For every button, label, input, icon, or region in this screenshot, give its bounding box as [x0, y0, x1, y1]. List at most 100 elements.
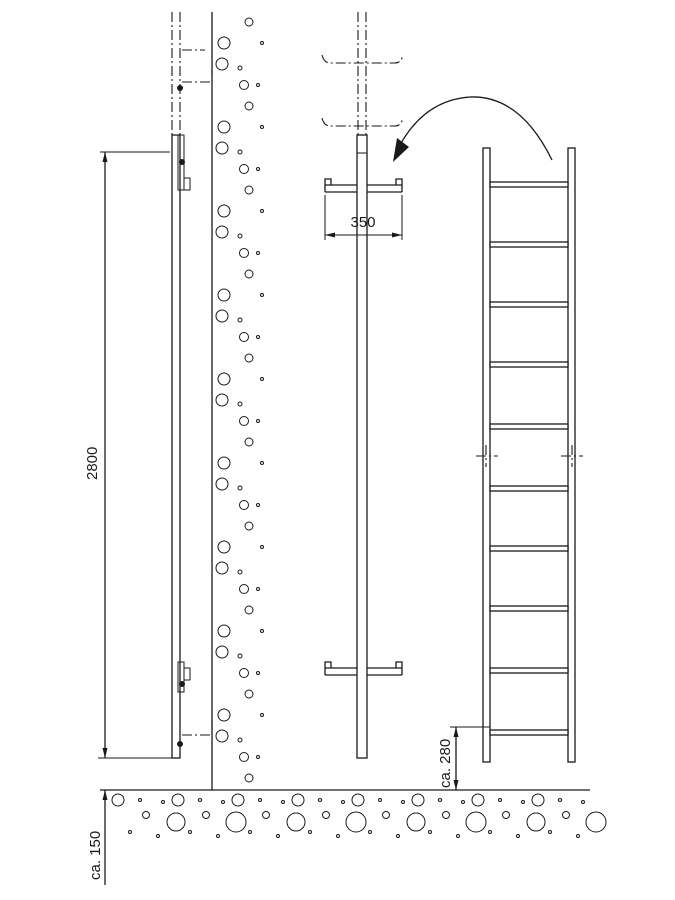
- ladder-rung: [489, 667, 569, 674]
- height-label: 2800: [84, 447, 101, 480]
- aggregate-circle: [161, 800, 165, 804]
- arrow-head-icon: [393, 138, 409, 162]
- ladder-rung: [489, 545, 569, 552]
- rung-height-label: ca. 280: [437, 739, 454, 788]
- aggregate-circle: [237, 149, 243, 155]
- ladder-elevation: [476, 147, 583, 763]
- aggregate-circle: [488, 830, 492, 834]
- aggregate-circle: [256, 671, 260, 675]
- aggregate-circle: [260, 377, 264, 381]
- bolt: [179, 681, 185, 687]
- aggregate-circle: [368, 830, 372, 834]
- aggregate-circle: [237, 317, 243, 323]
- side-view: 2800: [84, 12, 213, 759]
- aggregate-circle: [322, 811, 330, 819]
- aggregate-circle: [237, 569, 243, 575]
- aggregate-circle: [217, 288, 231, 302]
- aggregate-circle: [351, 793, 365, 807]
- aggregate-circle: [256, 167, 260, 171]
- aggregate-circle: [256, 587, 260, 591]
- ladder-rung: [489, 361, 569, 368]
- ladder-rung: [489, 729, 569, 736]
- aggregate-circle: [237, 65, 243, 71]
- aggregate-circle: [286, 812, 306, 832]
- splice-sleeve: [356, 134, 368, 154]
- aggregate-circle: [465, 811, 487, 833]
- aggregate-circle: [188, 830, 192, 834]
- aggregate-circle: [516, 834, 520, 838]
- aggregate-circle: [531, 793, 545, 807]
- aggregate-circle: [216, 834, 220, 838]
- aggregate-circle: [231, 793, 245, 807]
- aggregate-circle: [461, 800, 465, 804]
- aggregate-circle: [276, 834, 280, 838]
- dimension-arrow: [102, 790, 108, 800]
- aggregate-circle: [198, 798, 202, 802]
- aggregate-circle: [128, 830, 132, 834]
- aggregate-circle: [256, 335, 260, 339]
- aggregate-circle: [217, 708, 231, 722]
- aggregate-circle: [217, 120, 231, 134]
- wall-brackets: [182, 49, 213, 736]
- aggregate-circle: [244, 437, 254, 447]
- aggregate-circle: [471, 793, 485, 807]
- aggregate-circle: [438, 798, 442, 802]
- wall-bracket-top: [324, 178, 403, 193]
- aggregate-circle: [256, 251, 260, 255]
- bolt: [177, 741, 183, 747]
- aggregate-circle: [156, 834, 160, 838]
- aggregate-circle: [558, 798, 562, 802]
- aggregate-circle: [239, 80, 249, 90]
- aggregate-circle: [237, 233, 243, 239]
- aggregate-circle: [526, 812, 546, 832]
- aggregate-circle: [406, 812, 426, 832]
- aggregate-circle: [521, 800, 525, 804]
- aggregate-circle: [244, 773, 254, 783]
- aggregate-circle: [262, 811, 270, 819]
- ladder-side-rail: [171, 134, 181, 759]
- aggregate-circle: [248, 830, 252, 834]
- aggregate-circle: [581, 800, 585, 804]
- ladder-rung: [489, 423, 569, 430]
- aggregate-circle: [336, 834, 340, 838]
- floor-concrete-texture: [111, 793, 607, 838]
- aggregate-circle: [239, 248, 249, 258]
- aggregate-circle: [217, 624, 231, 638]
- aggregate-circle: [171, 793, 185, 807]
- aggregate-circle: [244, 689, 254, 699]
- aggregate-circle: [256, 83, 260, 87]
- splice-plate-bottom: [177, 661, 185, 693]
- aggregate-circle: [217, 540, 231, 554]
- aggregate-circle: [260, 293, 264, 297]
- aggregate-circle: [345, 811, 367, 833]
- aggregate-circle: [237, 737, 243, 743]
- aggregate-circle: [239, 164, 249, 174]
- aggregate-circle: [318, 798, 322, 802]
- aggregate-circle: [237, 401, 243, 407]
- aggregate-circle: [111, 793, 125, 807]
- aggregate-circle: [215, 393, 229, 407]
- aggregate-circle: [502, 811, 510, 819]
- aggregate-circle: [239, 584, 249, 594]
- aggregate-circle: [225, 811, 247, 833]
- bracket-ghost-upper: [321, 54, 404, 64]
- splice-marks: [476, 445, 583, 467]
- aggregate-circle: [260, 545, 264, 549]
- ladder-rung: [489, 605, 569, 612]
- aggregate-circle: [142, 811, 150, 819]
- wall-bracket-bottom: [324, 661, 403, 676]
- aggregate-circle: [442, 811, 450, 819]
- aggregate-circle: [244, 269, 254, 279]
- aggregate-circle: [585, 811, 607, 833]
- wall-concrete-texture: [215, 17, 264, 783]
- aggregate-circle: [456, 834, 460, 838]
- aggregate-circle: [215, 141, 229, 155]
- aggregate-circle: [576, 834, 580, 838]
- aggregate-circle: [202, 811, 210, 819]
- aggregate-circle: [217, 372, 231, 386]
- aggregate-circle: [215, 57, 229, 71]
- aggregate-circle: [239, 500, 249, 510]
- aggregate-circle: [258, 798, 262, 802]
- aggregate-circle: [256, 503, 260, 507]
- aggregate-circle: [260, 41, 264, 45]
